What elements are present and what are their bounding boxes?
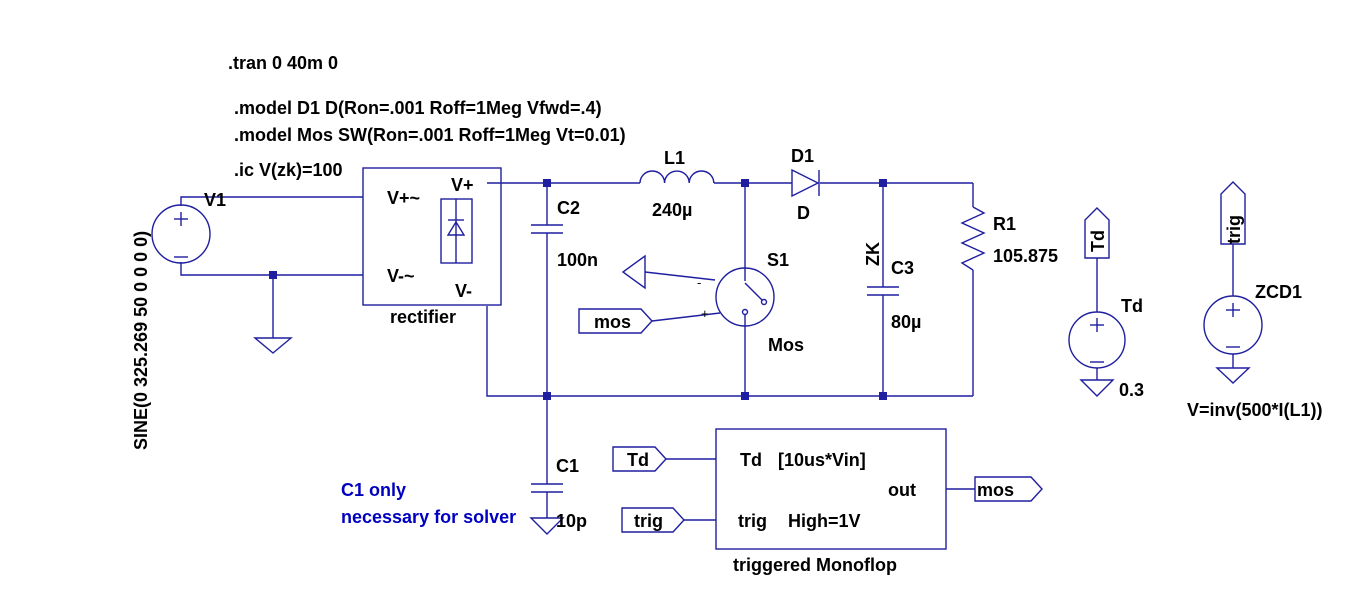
td-net-flag bbox=[1084, 207, 1110, 259]
monoflop-pin-trig: trig bbox=[738, 511, 767, 531]
c1-value: 10p bbox=[556, 511, 587, 531]
tran-directive: .tran 0 40m 0 bbox=[228, 53, 338, 73]
r1-resistor[interactable]: R1 105.875 bbox=[960, 206, 1058, 271]
v1-source[interactable]: V1 SINE(0 325.269 50 0 0 0 0) bbox=[131, 190, 226, 450]
td-voltage-source[interactable]: Td Td 0.3 bbox=[1068, 207, 1144, 400]
trig-flag-monoflop-label: trig bbox=[634, 511, 663, 531]
ground-icon bbox=[1215, 367, 1251, 384]
c2-capacitor[interactable]: C2 100n bbox=[531, 198, 598, 270]
voltage-source-icon bbox=[1068, 311, 1126, 369]
voltage-source-icon bbox=[151, 204, 211, 264]
c2-name: C2 bbox=[557, 198, 580, 218]
rectifier-block[interactable]: V+~ V-~ V+ V- rectifier bbox=[362, 167, 502, 327]
monoflop-td-expr: [10us*Vin] bbox=[778, 450, 866, 470]
c3-name: C3 bbox=[891, 258, 914, 278]
trig-net-flag bbox=[1220, 181, 1246, 245]
zcd1-name: ZCD1 bbox=[1255, 282, 1302, 302]
r1-value: 105.875 bbox=[993, 246, 1058, 266]
inductor-icon bbox=[639, 170, 715, 184]
v1-value: SINE(0 325.269 50 0 0 0 0) bbox=[131, 231, 151, 450]
monoflop-pin-td: Td bbox=[740, 450, 762, 470]
voltage-source-icon bbox=[1203, 295, 1263, 355]
rectifier-pin-dc-pos: V+ bbox=[451, 175, 474, 195]
rectifier-name: rectifier bbox=[390, 307, 456, 327]
zcd1-value: V=inv(500*I(L1)) bbox=[1187, 400, 1323, 420]
c1-note-line1: C1 only bbox=[341, 480, 406, 500]
td-source-name: Td bbox=[1121, 296, 1143, 316]
ground-symbol-s1 bbox=[621, 254, 646, 290]
c1-capacitor[interactable]: C1 10p bbox=[529, 456, 587, 535]
model-d1-directive: .model D1 D(Ron=.001 Roff=1Meg Vfwd=.4) bbox=[234, 98, 602, 118]
mos-flag-monoflop[interactable]: mos bbox=[974, 476, 1043, 502]
zcd1-voltage-source[interactable]: trig ZCD1 V=inv(500*I(L1)) bbox=[1187, 181, 1323, 420]
monoflop-pin-out: out bbox=[888, 480, 916, 500]
trig-flag-monoflop[interactable]: trig bbox=[621, 507, 685, 533]
td-flag-monoflop-label: Td bbox=[627, 450, 649, 470]
v1-name: V1 bbox=[204, 190, 226, 210]
ground-symbol-v1 bbox=[253, 337, 293, 354]
rectifier-pin-ac-pos: V+~ bbox=[387, 188, 420, 208]
td-flag-monoflop[interactable]: Td bbox=[612, 446, 667, 472]
c3-capacitor[interactable]: C3 80µ bbox=[867, 258, 921, 332]
resistor-icon bbox=[960, 206, 986, 271]
s1-switch[interactable]: S1 Mos - + bbox=[697, 250, 804, 355]
d1-model: D bbox=[797, 203, 810, 223]
trig-flag-label: trig bbox=[1224, 215, 1244, 244]
mos-flag-s1[interactable]: mos bbox=[578, 308, 653, 334]
s1-pin-minus: - bbox=[697, 275, 701, 290]
td-source-value: 0.3 bbox=[1119, 380, 1144, 400]
s1-model: Mos bbox=[768, 335, 804, 355]
diode-icon bbox=[791, 168, 820, 198]
zk-net-label: ZK bbox=[863, 242, 883, 266]
td-flag-label: Td bbox=[1088, 230, 1108, 252]
r1-name: R1 bbox=[993, 214, 1016, 234]
model-mos-directive: .model Mos SW(Ron=.001 Roff=1Meg Vt=0.01… bbox=[234, 125, 626, 145]
monoflop-trig-param: High=1V bbox=[788, 511, 861, 531]
c2-value: 100n bbox=[557, 250, 598, 270]
ic-directive: .ic V(zk)=100 bbox=[234, 160, 343, 180]
l1-value: 240µ bbox=[652, 200, 692, 220]
junction-dots bbox=[269, 179, 887, 400]
c1-name: C1 bbox=[556, 456, 579, 476]
wires bbox=[180, 182, 1234, 521]
mos-flag-label: mos bbox=[594, 312, 631, 332]
l1-inductor[interactable]: L1 240µ bbox=[639, 148, 715, 220]
rectifier-pin-dc-neg: V- bbox=[455, 281, 472, 301]
rectifier-pin-ac-neg: V-~ bbox=[387, 266, 415, 286]
s1-pin-plus: + bbox=[701, 306, 709, 321]
mos-out-flag-label: mos bbox=[977, 480, 1014, 500]
l1-name: L1 bbox=[664, 148, 685, 168]
d1-diode[interactable]: D1 D bbox=[791, 146, 820, 223]
c1-note-line2: necessary for solver bbox=[341, 507, 516, 527]
d1-name: D1 bbox=[791, 146, 814, 166]
ground-icon bbox=[529, 517, 565, 535]
ground-icon bbox=[1079, 379, 1115, 397]
c3-value: 80µ bbox=[891, 312, 921, 332]
s1-name: S1 bbox=[767, 250, 789, 270]
monoflop-block[interactable]: Td [10us*Vin] trig High=1V out triggered… bbox=[715, 428, 947, 575]
monoflop-name: triggered Monoflop bbox=[733, 555, 897, 575]
